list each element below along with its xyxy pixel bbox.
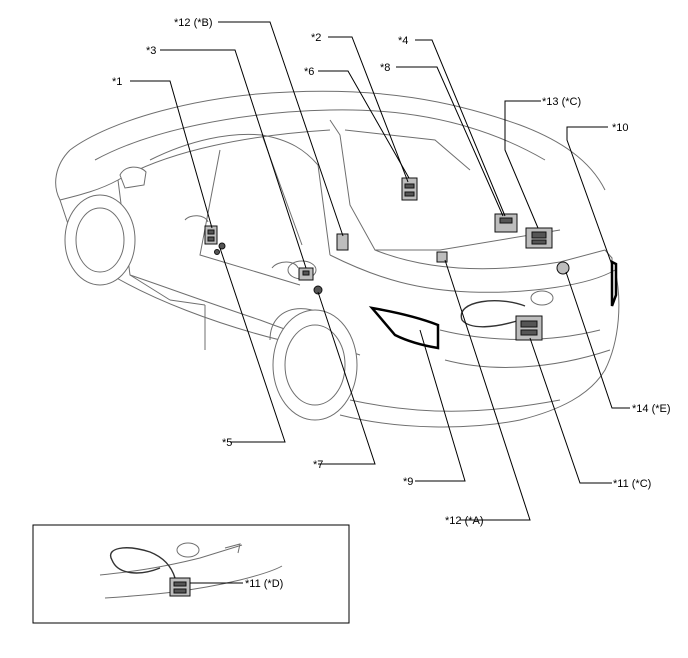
callout-label-3: *3 <box>146 45 156 57</box>
luggage-compartment-part <box>494 213 518 233</box>
door-switch-part <box>214 242 226 255</box>
inset-detail: *11 (*D) <box>32 524 350 624</box>
trunk-lid-part <box>525 227 553 249</box>
callout-label-11d: *11 (*D) <box>245 578 283 590</box>
inset-border <box>32 524 350 624</box>
callout-label-5: *5 <box>222 437 232 449</box>
callout-label-10: *10 <box>612 122 629 134</box>
fuel-lid-part <box>298 267 314 281</box>
callout-label-7: *7 <box>313 459 323 471</box>
rear-door-part <box>336 233 349 251</box>
callout-label-12b: *12 (*B) <box>174 17 213 29</box>
leader-lines <box>130 21 630 521</box>
callout-label-4: *4 <box>398 35 408 47</box>
tail-lamp-right <box>610 259 618 307</box>
callout-label-8: *8 <box>380 62 390 74</box>
callout-label-9: *9 <box>403 476 413 488</box>
tail-lamp-left <box>368 306 440 350</box>
callout-label-1: *1 <box>112 76 122 88</box>
trunk-cable <box>460 300 526 328</box>
front-door-lock-part <box>204 225 218 245</box>
callout-label-12a: *12 (*A) <box>445 515 484 527</box>
trunk-lid-switch-part <box>556 261 570 275</box>
callout-label-6: *6 <box>304 66 314 78</box>
inset-trunk-lock-part <box>169 577 191 597</box>
trunk-connector-part <box>436 251 448 263</box>
callout-label-2: *2 <box>311 32 321 44</box>
parts <box>204 177 570 341</box>
callout-label-11c: *11 (*C) <box>613 478 651 490</box>
fuel-lid-switch-part <box>313 285 323 295</box>
rear-shelf-part <box>401 177 418 201</box>
vehicle-body-outline <box>55 90 620 428</box>
callout-label-13c: *13 (*C) <box>542 96 581 108</box>
callout-label-14e: *14 (*E) <box>632 403 671 415</box>
trunk-lock-part <box>515 315 543 341</box>
